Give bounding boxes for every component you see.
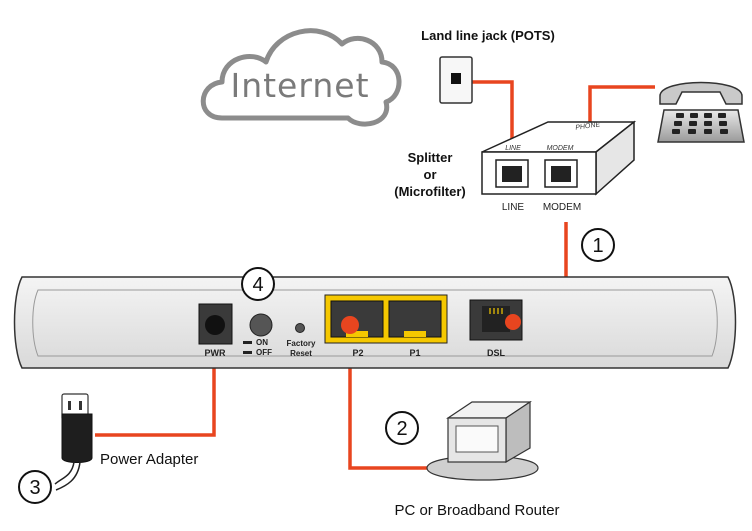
- step-3-number: 3: [29, 477, 40, 499]
- splitter-label-1: Splitter: [408, 150, 453, 165]
- step-3-marker: 3: [18, 470, 52, 504]
- p1-label: P1: [409, 348, 420, 358]
- switch-off-label: OFF: [256, 348, 272, 357]
- power-adapter-label: Power Adapter: [100, 451, 198, 468]
- pc-device: PC or Broadband Router: [394, 400, 560, 519]
- power-adapter-icon: [61, 413, 93, 463]
- step-1-number: 1: [592, 235, 603, 257]
- splitter: Splitter or (Microfilter) PHONE LINE MOD…: [394, 120, 637, 213]
- cable-splitter-to-phone: [588, 85, 655, 128]
- factory-reset-label-2: Reset: [290, 349, 312, 358]
- router-back-panel: PWR ON OFF Factory Reset P2 P1 DSL: [13, 276, 737, 369]
- power-adapter: Power Adapter: [54, 393, 198, 491]
- splitter-top-phone: PHONE: [575, 121, 601, 131]
- cable-p2-to-pc: [348, 325, 440, 470]
- step-2-number: 2: [396, 418, 407, 440]
- dsl-label: DSL: [487, 348, 506, 358]
- power-switch: [249, 313, 273, 337]
- pwr-label: PWR: [205, 348, 226, 358]
- step-4-number: 4: [252, 274, 263, 296]
- pc-router-label: PC or Broadband Router: [394, 502, 559, 519]
- factory-reset-label-1: Factory: [287, 339, 316, 348]
- step-1-marker: 1: [581, 228, 615, 262]
- p2-label: P2: [352, 348, 363, 358]
- splitter-top-modem: MODEM: [547, 145, 574, 152]
- jack-label: Land line jack (POTS): [421, 28, 555, 43]
- switch-on-label: ON: [256, 338, 268, 347]
- splitter-top-line: LINE: [505, 145, 521, 152]
- cloud-label: Internet: [230, 66, 369, 105]
- telephone: [657, 81, 745, 143]
- internet-cloud: Internet: [200, 28, 402, 127]
- step-markers: 1 2 3 4: [18, 228, 615, 504]
- splitter-port-modem-label: MODEM: [543, 202, 581, 213]
- step-4-marker: 4: [241, 267, 275, 301]
- telephone-icon: [657, 109, 745, 143]
- splitter-label-3: (Microfilter): [394, 184, 466, 199]
- splitter-label-2: or: [424, 167, 437, 182]
- land-line-jack: Land line jack (POTS): [421, 28, 555, 104]
- splitter-port-line-label: LINE: [502, 202, 525, 213]
- factory-reset-button: [295, 323, 305, 333]
- step-2-marker: 2: [385, 411, 419, 445]
- cloud-icon: [200, 28, 402, 127]
